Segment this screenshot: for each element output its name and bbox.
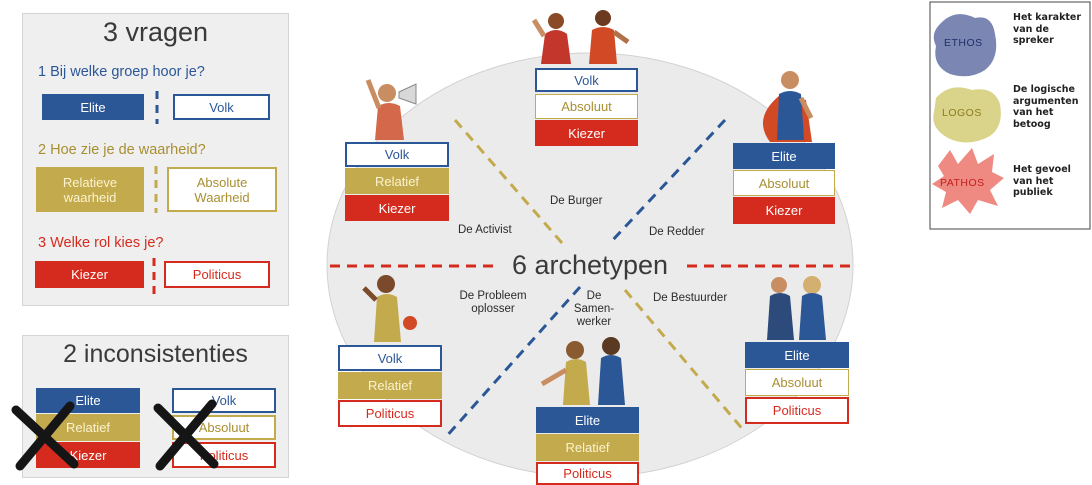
archetype-name-redder: De Redder <box>649 226 705 238</box>
legend-logos-label: LOGOS <box>942 107 982 119</box>
figure-burger-icon <box>531 10 630 64</box>
archetype-name-burger: De Burger <box>550 195 603 207</box>
figure-probleem-oplosser-icon <box>362 275 417 342</box>
bestuurder-politicus: Politicus <box>745 397 849 424</box>
samenwerker-elite: Elite <box>536 407 639 433</box>
burger-absoluut: Absoluut <box>535 94 638 119</box>
redder-absoluut: Absoluut <box>733 170 835 196</box>
burger-volk: Volk <box>535 68 638 92</box>
figure-redder-icon <box>762 71 814 142</box>
activist-volk: Volk <box>345 142 449 167</box>
legend-ethos-label: ETHOS <box>944 37 983 49</box>
redder-elite: Elite <box>733 143 835 169</box>
option-kiezer: Kiezer <box>35 261 144 288</box>
option-relatieve-waarheid-label: Relatieve waarheid <box>62 174 118 205</box>
probleem-oplosser-politicus: Politicus <box>338 400 442 427</box>
cross-left-icon <box>11 401 79 471</box>
line-blue-upper <box>608 118 727 245</box>
option-absolute-waarheid: Absolute Waarheid <box>167 167 277 212</box>
probleem-oplosser-volk: Volk <box>338 345 442 371</box>
inconsistency-right-politicus: Politicus <box>172 442 276 468</box>
figure-activist-icon <box>365 79 417 140</box>
inconsistency-right-volk: Volk <box>172 388 276 413</box>
archetype-name-bestuurder: De Bestuurder <box>653 292 728 304</box>
samenwerker-politicus: Politicus <box>536 462 639 485</box>
pathos-blob-icon <box>932 148 1004 214</box>
activist-kiezer: Kiezer <box>345 195 449 221</box>
burger-kiezer: Kiezer <box>535 120 638 146</box>
samenwerker-relatief: Relatief <box>536 434 639 461</box>
legend-logos-text: De logische argumenten van het betoog <box>1013 84 1079 130</box>
option-absolute-waarheid-label: Absolute Waarheid <box>194 174 250 205</box>
bestuurder-elite: Elite <box>745 342 849 368</box>
inconsistency-left-elite: Elite <box>36 388 140 413</box>
option-volk: Volk <box>173 94 270 120</box>
ethos-blob-icon <box>933 14 997 77</box>
archetype-name-samenwerker: De Samen- werker <box>573 290 615 328</box>
line-gold-lower <box>623 289 747 433</box>
figure-samenwerker-icon <box>540 337 625 405</box>
activist-relatief: Relatief <box>345 168 449 194</box>
redder-kiezer: Kiezer <box>733 197 835 224</box>
legend-ethos-text: Het karakter van de spreker <box>1013 12 1082 46</box>
legend-pathos-label: PATHOS <box>940 177 985 189</box>
archetype-name-probleem-oplosser: De Probleem oplosser <box>459 290 527 315</box>
question-2: 2 Hoe zie je de waarheid? <box>38 142 206 158</box>
three-questions-title: 3 vragen <box>102 17 209 47</box>
probleem-oplosser-relatief: Relatief <box>338 372 442 399</box>
question-3: 3 Welke rol kies je? <box>38 235 164 251</box>
figure-bestuurder-icon <box>767 276 826 340</box>
logos-blob-icon <box>933 87 1001 143</box>
legend-pathos-text: Het gevoel van het publiek <box>1013 164 1071 198</box>
question-1: 1 Bij welke groep hoor je? <box>38 64 205 80</box>
cross-right-icon <box>153 399 219 471</box>
option-elite: Elite <box>42 94 144 120</box>
bestuurder-absoluut: Absoluut <box>745 369 849 396</box>
option-politicus: Politicus <box>164 261 270 288</box>
inconsistencies-title: 2 inconsistenties <box>63 340 248 368</box>
center-title: 6 archetypen <box>497 248 683 282</box>
archetype-name-activist: De Activist <box>458 224 512 236</box>
option-relatieve-waarheid: Relatieve waarheid <box>36 167 144 212</box>
three-questions-panel <box>22 13 289 306</box>
